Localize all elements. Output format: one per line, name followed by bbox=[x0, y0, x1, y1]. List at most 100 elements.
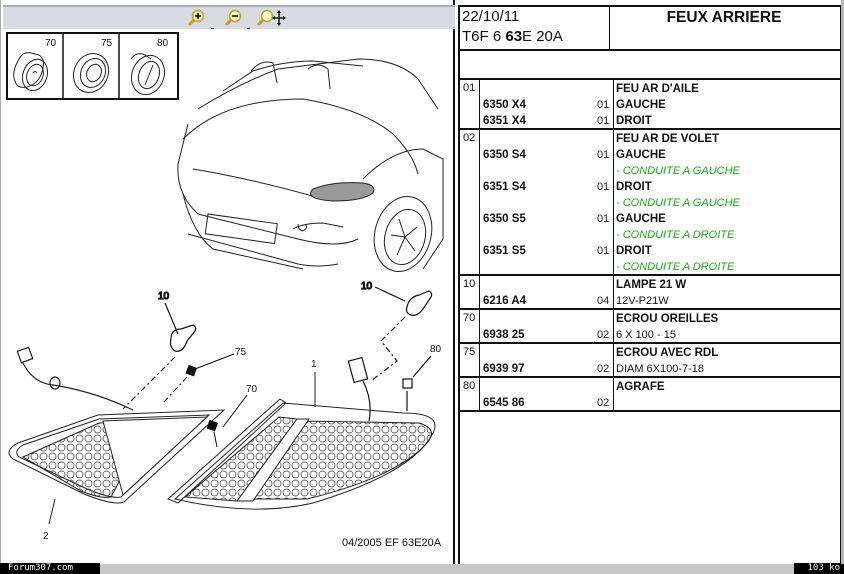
part-quantity: 02 bbox=[597, 329, 610, 341]
part-quantity: 04 bbox=[597, 295, 610, 307]
right-edge-shadow bbox=[841, 0, 844, 564]
detail-label-75: 75 bbox=[101, 38, 113, 49]
clip-drawing bbox=[130, 53, 166, 96]
subheader-blank bbox=[458, 49, 842, 80]
part-label: - CONDUITE A DROITE bbox=[616, 261, 735, 273]
part-label: 12V-P21W bbox=[616, 295, 669, 307]
part-reference: 6351 S5 bbox=[483, 245, 526, 257]
highlighted-rear-light bbox=[310, 182, 375, 202]
car-rear-view-drawing bbox=[177, 58, 444, 272]
page-title: FEUX ARRIERE bbox=[666, 9, 782, 26]
callout-75: 75 bbox=[235, 347, 247, 358]
callout-2: 2 bbox=[43, 531, 49, 542]
part-label: GAUCHE bbox=[616, 149, 666, 161]
part-quantity: 01 bbox=[597, 149, 610, 161]
part-quantity: 01 bbox=[597, 245, 610, 257]
part-reference: 6216 A4 bbox=[483, 295, 527, 307]
zoom-pan-button[interactable] bbox=[256, 9, 286, 27]
header-box: 22/10/11 T6F 6 63E 20A FEUX ARRIERE bbox=[458, 5, 842, 51]
part-quantity: 02 bbox=[597, 397, 610, 409]
part-label: DROIT bbox=[616, 245, 652, 257]
bulb-left: 10 bbox=[122, 290, 197, 410]
file-size-badge: 103 ko bbox=[794, 563, 844, 574]
diagram-reference: 04/2005 EF 63E20A bbox=[342, 537, 442, 549]
code-bold: 63 bbox=[505, 28, 523, 45]
zoom-in-underline bbox=[211, 28, 214, 29]
callout-1: 1 bbox=[311, 359, 317, 370]
catalog-date: 22/10/11 bbox=[462, 8, 520, 25]
part-quantity: 02 bbox=[597, 363, 610, 375]
part-label: AGRAFE bbox=[616, 381, 665, 393]
qty-column bbox=[594, 344, 614, 376]
item-number: 70 bbox=[460, 310, 480, 342]
item-number: 75 bbox=[460, 344, 480, 376]
item-number: 80 bbox=[460, 378, 480, 410]
item-number: 02 bbox=[460, 130, 480, 274]
qty-column bbox=[594, 130, 614, 274]
item-number: 10 bbox=[460, 276, 480, 308]
wing-nut-drawing bbox=[13, 52, 49, 92]
exploded-diagram: 70 75 80 bbox=[6, 32, 444, 542]
status-bar bbox=[0, 564, 844, 574]
lamp-1-drawing: 1 bbox=[167, 359, 436, 510]
part-label: FEU AR D'AILE bbox=[616, 83, 699, 95]
item-number: 01 bbox=[460, 80, 480, 128]
callout-10-left: 10 bbox=[158, 291, 170, 302]
part-reference: 6350 S5 bbox=[483, 213, 526, 225]
callout-10-right: 10 bbox=[361, 281, 373, 292]
detail-boxes: 70 75 80 bbox=[6, 32, 179, 100]
part-reference: 6545 86 bbox=[483, 397, 525, 409]
part-label: GAUCHE bbox=[616, 213, 666, 225]
part-label: ECROU OREILLES bbox=[616, 313, 719, 325]
code-suffix: E 20A bbox=[522, 28, 563, 45]
part-label: GAUCHE bbox=[616, 99, 666, 111]
callout-70: 70 bbox=[246, 384, 258, 395]
part-label: - CONDUITE A GAUCHE bbox=[616, 165, 740, 177]
qty-column bbox=[594, 378, 614, 410]
diagram-panel: 70 75 80 bbox=[0, 0, 455, 565]
bulb-right: 10 80 bbox=[347, 280, 442, 422]
zoom-in-button[interactable] bbox=[187, 9, 205, 27]
part-label: ECROU AVEC RDL bbox=[616, 347, 719, 359]
zoom-toolbar bbox=[3, 5, 455, 29]
lamp-2-drawing: 2 bbox=[8, 409, 226, 542]
zoom-out-button[interactable] bbox=[224, 9, 242, 27]
part-reference: 6350 S4 bbox=[483, 149, 526, 161]
zoom-out-icon bbox=[224, 9, 242, 27]
part-reference: 6350 X4 bbox=[483, 99, 526, 111]
part-label: LAMPE 21 W bbox=[616, 279, 687, 291]
part-quantity: 01 bbox=[597, 181, 610, 193]
zoom-pan-icon bbox=[256, 9, 286, 27]
part-reference: 6351 S4 bbox=[483, 181, 526, 193]
zoom-in-icon bbox=[187, 9, 205, 27]
qty-column bbox=[594, 276, 614, 308]
code-prefix: T6F 6 bbox=[462, 28, 506, 45]
part-group[interactable]: 80 AGRAFE 6545 86 02 bbox=[460, 378, 840, 412]
detail-label-80: 80 bbox=[157, 38, 169, 49]
washer-nut-drawing bbox=[72, 53, 110, 93]
part-label: - CONDUITE A GAUCHE bbox=[616, 197, 740, 209]
qty-column bbox=[594, 80, 614, 128]
part-reference: 6939 97 bbox=[483, 363, 525, 375]
header-meta: 22/10/11 T6F 6 63E 20A bbox=[460, 7, 610, 49]
part-group[interactable]: 10 LAMPE 21 W 6216 A4 04 12V-P21W bbox=[460, 276, 840, 310]
part-label: FEU AR DE VOLET bbox=[616, 133, 720, 145]
nut-75: 75 bbox=[162, 347, 247, 404]
part-reference: 6351 X4 bbox=[483, 115, 526, 127]
part-label: DROIT bbox=[616, 181, 652, 193]
part-label: 6 X 100 - 15 bbox=[616, 329, 676, 341]
zoom-out-underline bbox=[247, 28, 250, 29]
part-label: DROIT bbox=[616, 115, 652, 127]
catalog-code: T6F 6 63E 20A bbox=[462, 27, 609, 47]
part-quantity: 01 bbox=[597, 99, 610, 111]
wiring-left bbox=[16, 346, 134, 411]
detail-label-70: 70 bbox=[45, 38, 57, 49]
part-reference: 6938 25 bbox=[483, 329, 525, 341]
part-group[interactable]: 70 ECROU OREILLES 6938 25 02 6 X 100 - 15 bbox=[460, 310, 840, 344]
site-badge: Forum307.com bbox=[0, 563, 100, 574]
